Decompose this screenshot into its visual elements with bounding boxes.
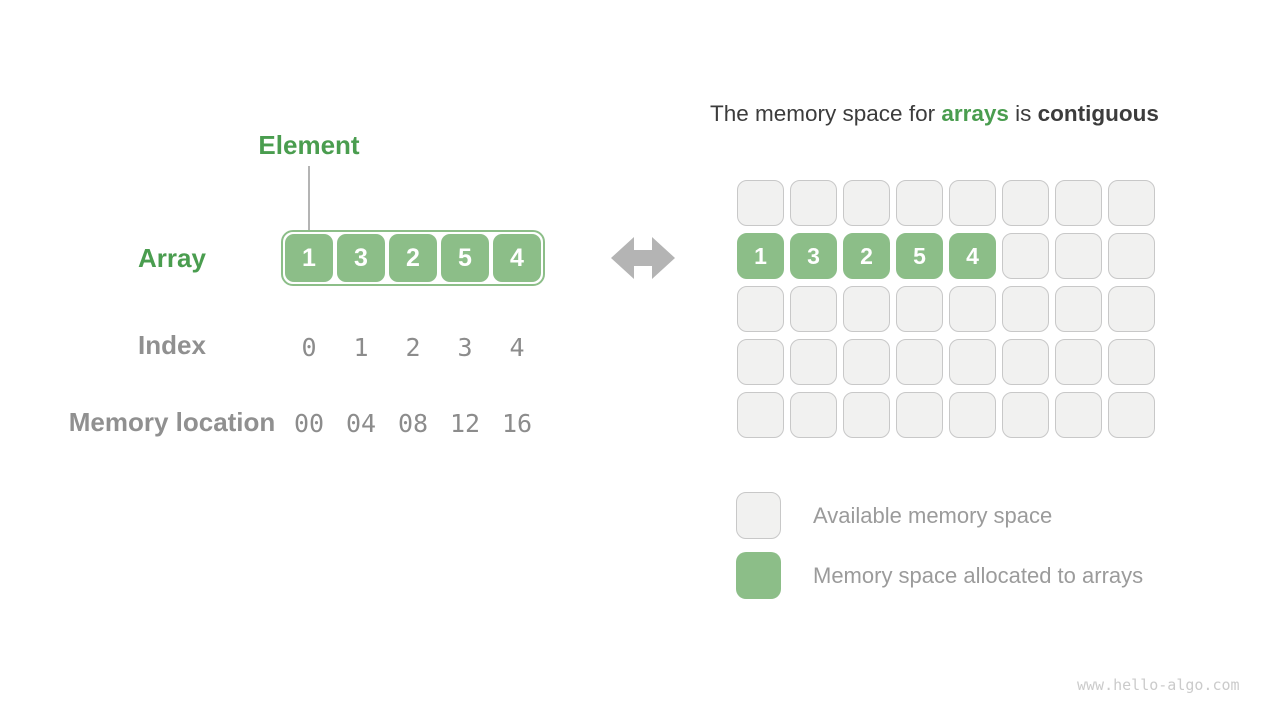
legend-label-allocated: Memory space allocated to arrays: [813, 562, 1144, 588]
memory-cell: [790, 180, 837, 226]
memory-cell: [737, 392, 784, 438]
memory-cell: [737, 180, 784, 226]
element-label: Element: [258, 130, 360, 160]
memory-cell: [896, 392, 943, 438]
watermark: www.hello-algo.com: [1077, 676, 1240, 694]
memory-cell: [1055, 286, 1102, 332]
memory-cell: [1002, 233, 1049, 279]
memory-cell: [1002, 339, 1049, 385]
memory-cell: [1055, 233, 1102, 279]
memory-cell: [790, 392, 837, 438]
title-contiguous-emphasis: contiguous: [1037, 101, 1159, 126]
memory-values: 00 04 08 12 16: [285, 409, 541, 438]
memory-cell-allocated: 1: [737, 233, 784, 279]
memory-cell: [949, 392, 996, 438]
element-pointer-line: [308, 166, 310, 230]
memory-location-value: 04: [345, 409, 377, 438]
memory-cell: [1002, 392, 1049, 438]
legend-item-allocated: Memory space allocated to arrays: [736, 552, 1143, 599]
memory-cell-allocated: 5: [896, 233, 943, 279]
array-label: Array: [138, 243, 206, 273]
legend-item-available: Available memory space: [736, 492, 1052, 539]
index-values: 0 1 2 3 4: [285, 333, 541, 362]
memory-cell: [949, 339, 996, 385]
memory-cell: [1002, 286, 1049, 332]
memory-cell: [843, 180, 890, 226]
memory-cell-allocated: 3: [790, 233, 837, 279]
memory-cell: [949, 286, 996, 332]
memory-location-value: 12: [449, 409, 481, 438]
memory-cell-allocated: 2: [843, 233, 890, 279]
memory-cell: [896, 286, 943, 332]
memory-cell: [1055, 392, 1102, 438]
memory-location-label: Memory location: [68, 407, 276, 437]
title-middle: is: [1008, 101, 1038, 126]
memory-cell: [737, 339, 784, 385]
index-value: 1: [353, 333, 369, 362]
memory-cell: [737, 286, 784, 332]
memory-location-value: 08: [397, 409, 429, 438]
allocated-memory-swatch: [736, 552, 781, 599]
memory-cell: [1055, 339, 1102, 385]
title-prefix: The memory space for: [710, 101, 942, 126]
memory-cell: [1108, 392, 1155, 438]
index-value: 4: [509, 333, 525, 362]
memory-cell: [896, 339, 943, 385]
memory-cell: [1108, 286, 1155, 332]
memory-cell: [896, 180, 943, 226]
memory-cell: [790, 286, 837, 332]
memory-cell: [949, 180, 996, 226]
memory-cell: [1108, 180, 1155, 226]
array-cell: 4: [493, 234, 541, 282]
memory-cell: [843, 339, 890, 385]
array-cell: 3: [337, 234, 385, 282]
memory-cell: [843, 286, 890, 332]
left-right-arrow-icon: [611, 237, 675, 284]
index-value: 2: [405, 333, 421, 362]
memory-location-value: 00: [293, 409, 325, 438]
memory-cell: [1055, 180, 1102, 226]
index-value: 3: [457, 333, 473, 362]
array-cell: 2: [389, 234, 437, 282]
memory-cell: [790, 339, 837, 385]
available-memory-swatch: [736, 492, 781, 539]
title-arrays-highlight: arrays: [941, 101, 1009, 126]
memory-cell: [1002, 180, 1049, 226]
index-label: Index: [138, 330, 206, 360]
legend-label-available: Available memory space: [813, 502, 1053, 528]
array-cell: 5: [441, 234, 489, 282]
index-value: 0: [301, 333, 317, 362]
memory-location-value: 16: [501, 409, 533, 438]
memory-cell: [1108, 233, 1155, 279]
memory-cell-allocated: 4: [949, 233, 996, 279]
memory-cell: [1108, 339, 1155, 385]
memory-title: The memory space for arrays is contiguou…: [710, 101, 1159, 127]
memory-cell: [843, 392, 890, 438]
array-cell: 1: [285, 234, 333, 282]
